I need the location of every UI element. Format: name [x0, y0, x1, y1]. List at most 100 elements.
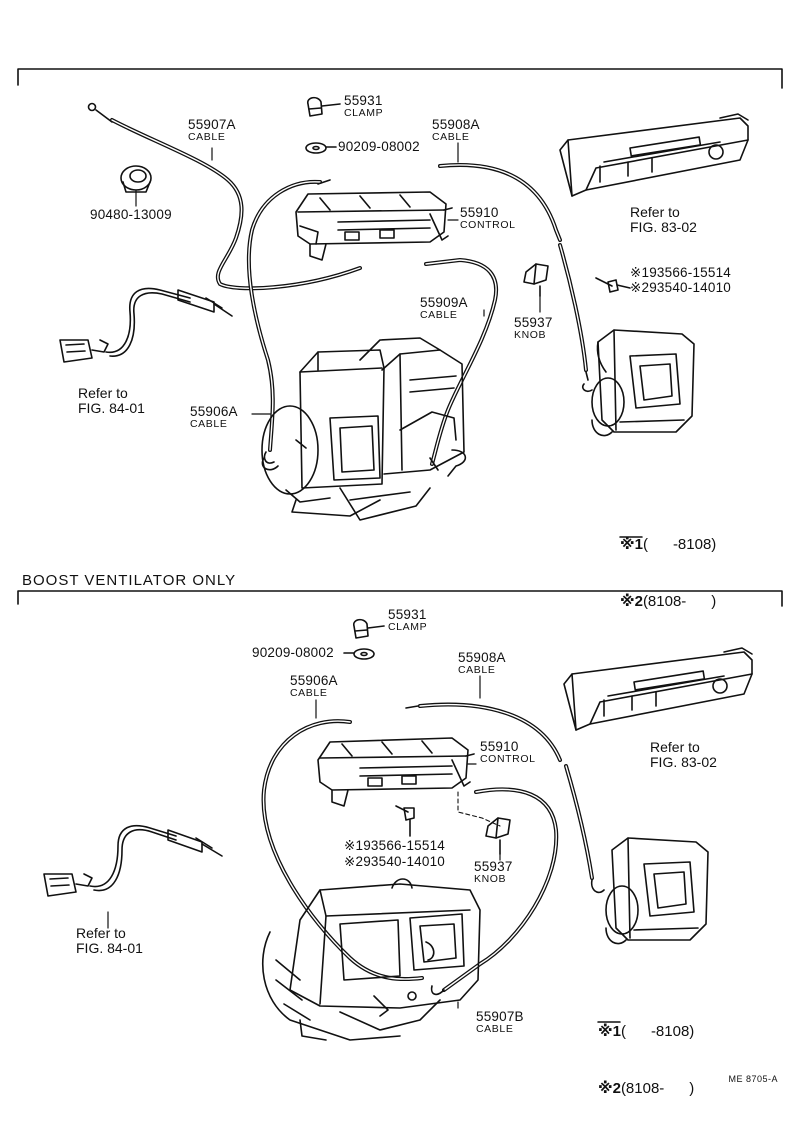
part-name: CONTROL: [480, 752, 536, 765]
label-55908A-bottom: 55908A CABLE: [458, 651, 506, 675]
screw-top: [595, 277, 631, 293]
label-90209-top: 90209-08002: [338, 139, 420, 154]
part-number: 55907A: [188, 117, 236, 132]
legend-bottom: ※1( -8108) ※2(8108- ): [598, 984, 694, 1117]
control-panel-bracket-top: [559, 113, 749, 197]
label-55908A-top: 55908A CABLE: [432, 118, 480, 142]
legend-mark: ※2: [620, 593, 643, 610]
knob-55937-bottom: [485, 817, 511, 855]
reference-fig-84-01-bottom: Refer to FIG. 84-01: [76, 925, 143, 957]
cable-55907B-bottom: [430, 787, 559, 996]
label-90480-top: 90480-13009: [90, 207, 172, 222]
dashed-guide-bottom: [457, 791, 501, 827]
cable-55908A-top: [438, 163, 593, 393]
harness-connector-bottom: [43, 824, 223, 897]
part-name: CABLE: [476, 1022, 514, 1035]
reference-figure: FIG. 84-01: [76, 940, 143, 957]
reference-line: Refer to: [78, 385, 128, 401]
legend-row-2: ※2(8108- ): [598, 1079, 694, 1098]
part-number: 55907B: [476, 1009, 524, 1024]
reference-line: Refer to: [76, 925, 126, 941]
legend-range: (8108- ): [620, 1080, 695, 1097]
reference-figure: FIG. 84-01: [78, 400, 145, 417]
reference-fig-84-01-top: Refer to FIG. 84-01: [78, 385, 145, 417]
knob-55937-top: [523, 263, 549, 297]
label-55937-top: 55937 KNOB: [514, 316, 553, 340]
part-number: 55937: [514, 315, 553, 330]
label-55906A-top: 55906A CABLE: [190, 405, 238, 429]
part-number: 55908A: [432, 117, 480, 132]
harness-connector-top: [59, 287, 233, 363]
reference-line: Refer to: [650, 739, 700, 755]
bottom-frame-line: [17, 590, 783, 607]
legend-range: ( -8108): [642, 536, 717, 553]
legend-row-1: ※1( -8108): [620, 535, 716, 554]
reference-figure: FIG. 83-02: [650, 754, 717, 771]
legend-row-1: ※1( -8108): [598, 1022, 694, 1041]
part-name: CONTROL: [460, 218, 516, 231]
part-number: 55931: [388, 607, 427, 622]
vent-outlet-top: [591, 329, 695, 437]
part-number: 55906A: [190, 404, 238, 419]
part-number: 55910: [460, 205, 499, 220]
cable-55909A-top: [424, 258, 499, 466]
part-number: 55937: [474, 859, 513, 874]
part-name: KNOB: [474, 872, 507, 885]
label-screw-1-bottom: ※193566-15514: [344, 838, 445, 853]
cable-55908A-bottom: [405, 702, 605, 894]
part-name: CABLE: [188, 130, 226, 143]
part-name: KNOB: [514, 328, 547, 341]
leader-lines-bottom: [107, 675, 501, 1009]
label-55910-bottom: 55910 CONTROL: [480, 740, 536, 764]
clamp-55931-top: [307, 96, 341, 117]
part-number: 55908A: [458, 650, 506, 665]
heater-unit-bottom: [261, 878, 481, 1041]
label-screw-2-bottom: ※293540-14010: [344, 854, 445, 869]
label-55909A-top: 55909A CABLE: [420, 296, 468, 320]
part-number: 55910: [480, 739, 519, 754]
top-frame-line: [17, 68, 783, 89]
part-name: CABLE: [420, 308, 458, 321]
label-55906A-bottom: 55906A CABLE: [290, 674, 338, 698]
legend-range: (8108- ): [642, 593, 717, 610]
label-55937-bottom: 55937 KNOB: [474, 860, 513, 884]
legend-range: ( -8108): [620, 1023, 695, 1040]
label-55907B-bottom: 55907B CABLE: [476, 1010, 524, 1034]
part-name: CABLE: [458, 663, 496, 676]
part-number: 55909A: [420, 295, 468, 310]
legend-row-2: ※2(8108- ): [620, 592, 716, 611]
cable-55907A-top: [87, 102, 362, 291]
section-heading: BOOST VENTILATOR ONLY: [22, 572, 237, 589]
part-number: 55931: [344, 93, 383, 108]
legend-top: ※1( -8108) ※2(8108- ): [620, 497, 716, 630]
label-screw-1-top: ※193566-15514: [630, 265, 731, 280]
part-name: CABLE: [432, 130, 470, 143]
part-name: CLAMP: [388, 620, 428, 633]
label-90209-bottom: 90209-08002: [252, 645, 334, 660]
part-name: CLAMP: [344, 106, 384, 119]
legend-mark: ※1: [598, 1023, 621, 1040]
part-number: 55906A: [290, 673, 338, 688]
clamp-55931-bottom: [353, 618, 385, 639]
heater-unit-top: [261, 337, 467, 521]
part-name: CABLE: [190, 417, 228, 430]
label-55931-top: 55931 CLAMP: [344, 94, 383, 118]
label-screw-2-top: ※293540-14010: [630, 280, 731, 295]
grommet-90480-top: [120, 165, 152, 193]
reference-fig-83-02-top: Refer to FIG. 83-02: [630, 204, 697, 236]
control-panel-bracket-bottom: [563, 647, 753, 731]
label-55910-top: 55910 CONTROL: [460, 206, 516, 230]
reference-fig-83-02-bottom: Refer to FIG. 83-02: [650, 739, 717, 771]
label-55931-bottom: 55931 CLAMP: [388, 608, 427, 632]
screw-bottom: [395, 805, 415, 837]
vent-outlet-bottom: [605, 837, 709, 945]
legend-mark: ※1: [620, 536, 643, 553]
control-55910-bottom: [317, 737, 475, 807]
reference-figure: FIG. 83-02: [630, 219, 697, 236]
legend-mark: ※2: [598, 1080, 621, 1097]
cable-55906A-bottom: [261, 719, 424, 982]
reference-line: Refer to: [630, 204, 680, 220]
leader-lines-top: [135, 142, 541, 415]
cable-55906A-top: [246, 179, 331, 464]
